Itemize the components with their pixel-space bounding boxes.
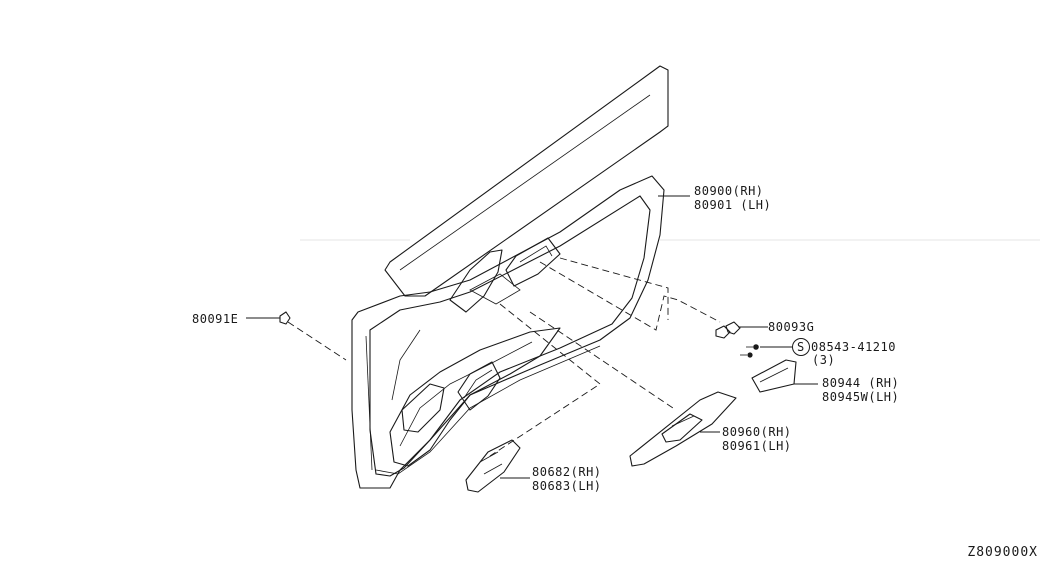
leader-lines [246, 195, 818, 479]
door-trim-label-lh: 80901 (LH) [694, 198, 771, 212]
screw-label: 08543-41210 [811, 340, 896, 354]
door-trim-label-rh: 80900(RH) [694, 184, 764, 198]
finisher-80960-label-rh: 80960(RH) [722, 425, 792, 439]
clip-80091e-label: 80091E [192, 312, 238, 326]
finisher-80961-label-lh: 80961(LH) [722, 439, 792, 453]
cover-80944-label-rh: 80944 (RH) [822, 376, 899, 390]
clip-80093g-label: 80093G [768, 320, 814, 334]
part-labels: 80900(RH) 80901 (LH) 80091E 80093G S 085… [192, 184, 1038, 560]
handle-80682-shape [465, 439, 521, 493]
screw-symbol: S [797, 340, 805, 354]
clip-80091e-shape [279, 311, 291, 325]
screw-quantity: (3) [812, 353, 835, 367]
door-trim-panel [351, 65, 669, 489]
screw-symbol-circle [792, 338, 810, 356]
cover-80945w-label-lh: 80945W(LH) [822, 390, 899, 404]
diagram-code: Z809000X [967, 545, 1038, 560]
cover-80944-shape [751, 359, 797, 393]
finisher-80960-shape [629, 391, 737, 467]
clip-80093g-shape [715, 321, 741, 339]
assembly-lines [287, 257, 721, 457]
screw-shapes [740, 344, 759, 358]
handle-80683-label-lh: 80683(LH) [532, 479, 602, 493]
handle-80682-label-rh: 80682(RH) [532, 465, 602, 479]
